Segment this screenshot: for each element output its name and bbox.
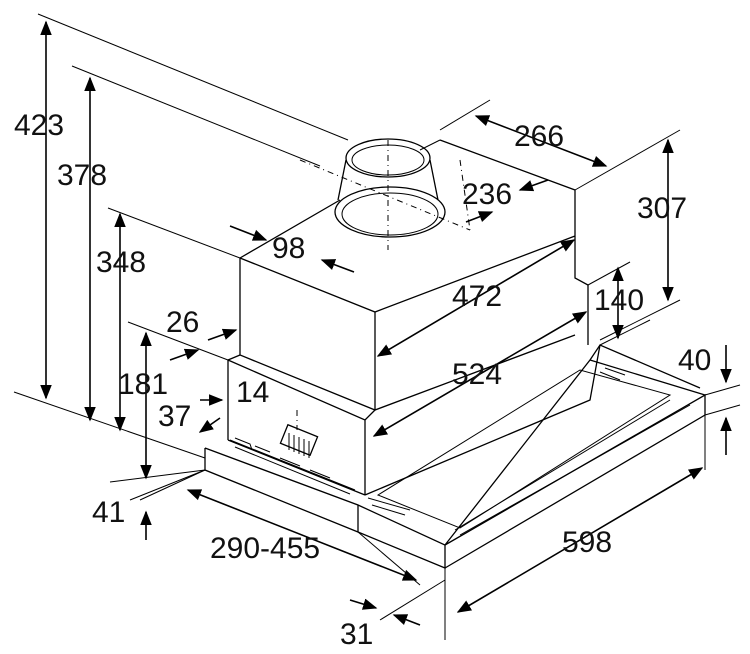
dim-26: 26 bbox=[166, 306, 199, 339]
control-panel bbox=[229, 423, 356, 495]
dim-472: 472 bbox=[452, 280, 502, 313]
extension-lines bbox=[13, 13, 741, 640]
dim-181: 181 bbox=[118, 368, 168, 401]
dimension-arrows bbox=[40, 20, 732, 626]
dim-598: 598 bbox=[562, 526, 612, 559]
dim-423: 423 bbox=[14, 109, 64, 142]
dim-378: 378 bbox=[57, 159, 107, 192]
center-lines bbox=[296, 140, 471, 430]
exhaust-collar-top bbox=[345, 138, 431, 178]
dimension-labels: 423 378 348 181 37 41 26 14 98 236 266 3… bbox=[14, 109, 711, 651]
grease-filter bbox=[376, 369, 672, 529]
exhaust-collar-body bbox=[337, 159, 439, 201]
dim-41: 41 bbox=[92, 496, 125, 529]
dim-140: 140 bbox=[594, 284, 644, 317]
dim-290-455: 290-455 bbox=[210, 532, 320, 565]
dim-37: 37 bbox=[158, 400, 191, 433]
dim-348: 348 bbox=[96, 246, 146, 279]
hood-outline bbox=[204, 138, 706, 569]
dim-31: 31 bbox=[340, 618, 373, 651]
dim-98: 98 bbox=[272, 232, 305, 265]
motor-box bbox=[239, 139, 589, 411]
dim-266: 266 bbox=[514, 120, 564, 153]
dim-40: 40 bbox=[678, 344, 711, 377]
dim-236: 236 bbox=[462, 178, 512, 211]
lower-body bbox=[227, 344, 601, 496]
dim-524: 524 bbox=[452, 358, 502, 391]
dim-14: 14 bbox=[236, 376, 269, 409]
dim-307: 307 bbox=[637, 192, 687, 225]
